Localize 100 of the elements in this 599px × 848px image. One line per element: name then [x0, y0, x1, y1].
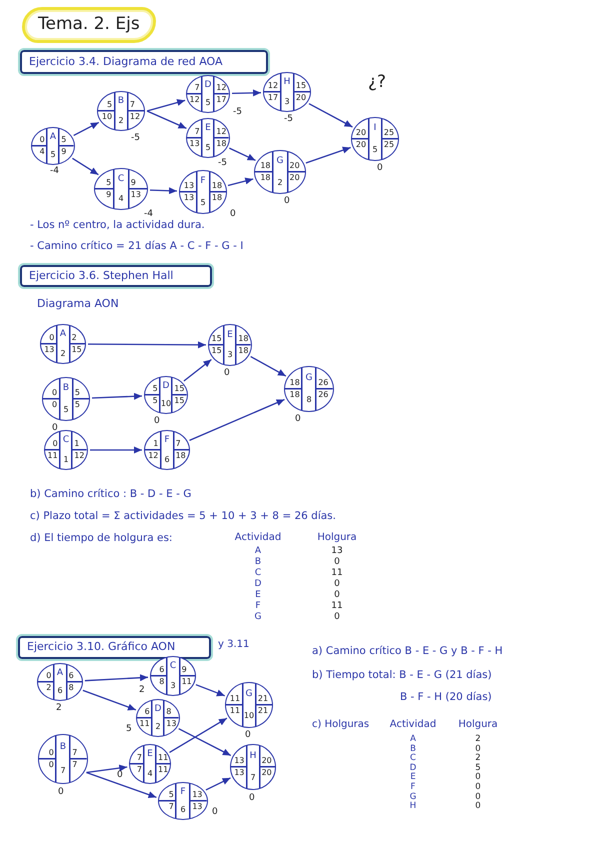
arrow: [84, 674, 148, 682]
activity-letter: A: [60, 330, 66, 339]
early-start: 15: [212, 335, 222, 343]
late-finish: 20: [296, 94, 306, 102]
late-start: 2: [46, 684, 52, 692]
late-start: 11: [230, 707, 240, 715]
duration: 5: [205, 144, 211, 152]
activity-letter: G: [246, 690, 252, 698]
activity-letter: D: [204, 80, 212, 90]
activity-letter: A: [56, 668, 64, 678]
early-finish: 7: [176, 440, 181, 448]
activity-letter: B: [118, 97, 124, 106]
late-finish: 21: [258, 707, 268, 715]
activity-node: [186, 75, 230, 113]
slack-value: -5: [131, 134, 140, 144]
table-cell: 0: [475, 783, 481, 792]
late-start: 18: [260, 174, 270, 182]
late-start: 0: [52, 401, 58, 409]
arrow: [88, 341, 206, 348]
late-start: 7: [168, 803, 174, 811]
duration: 10: [244, 712, 254, 720]
slack-value: 2: [56, 704, 62, 714]
early-start: 18: [290, 379, 300, 387]
slack-value: 0: [245, 731, 251, 740]
slack-value: 0: [58, 788, 64, 798]
late-start: 9: [106, 191, 112, 199]
duration: 7: [250, 774, 256, 782]
late-start: 18: [290, 391, 300, 399]
early-finish: 7: [72, 749, 78, 757]
late-finish: 18: [212, 194, 222, 202]
early-finish: 20: [262, 757, 272, 765]
slack-value: 0: [295, 415, 301, 424]
exercise-heading: Ejercicio 3.6. Stephen Hall: [29, 270, 174, 282]
activity-letter: C: [118, 174, 124, 184]
duration: 5: [50, 151, 56, 159]
duration: 5: [63, 406, 69, 414]
subheading: Diagrama AON: [37, 298, 119, 310]
heading-frame: [18, 263, 214, 289]
slack-value: 0: [377, 164, 383, 174]
early-finish: 7: [130, 101, 135, 109]
table-cell: D: [254, 580, 262, 590]
early-start: 6: [159, 666, 164, 674]
slack-value: 0: [284, 197, 290, 206]
activity-letter: E: [147, 750, 153, 759]
duration: 4: [118, 195, 124, 203]
table-cell: 5: [475, 764, 481, 773]
activity-node: [179, 170, 227, 214]
activity-node: [38, 734, 88, 784]
duration: 2: [118, 116, 124, 124]
slack-value: 0: [117, 771, 123, 780]
table-cell: 0: [475, 773, 481, 782]
activity-letter: B: [62, 384, 70, 393]
table-cell: B: [410, 744, 416, 754]
arrow: [86, 764, 128, 774]
activity-node: [31, 127, 75, 165]
answer-text: B - F - H (20 días): [400, 692, 492, 704]
table-cell: C: [254, 569, 262, 578]
slack-value: -5: [284, 115, 293, 124]
activity-node: [230, 744, 276, 790]
activity-node: [44, 430, 88, 470]
arrow: [232, 89, 262, 96]
late-start: 20: [356, 141, 366, 149]
table-cell: 0: [475, 744, 481, 754]
duration: 7: [60, 767, 66, 775]
late-finish: 7: [72, 761, 78, 769]
early-start: 7: [194, 128, 200, 136]
activity-letter: B: [60, 742, 66, 752]
question-mark: ¿?: [368, 74, 386, 92]
activity-node: [144, 376, 188, 414]
activity-node: [97, 91, 145, 131]
arrow: [189, 398, 285, 441]
table-header: Actividad: [234, 533, 282, 544]
activity-node: [263, 72, 311, 112]
early-start: 5: [106, 179, 112, 187]
activity-node: [144, 430, 190, 470]
note-text: - Los nº centro, la actividad dura.: [30, 220, 205, 232]
arrow: [178, 728, 232, 756]
duration: 1: [63, 456, 69, 464]
activity-letter: F: [200, 177, 206, 186]
early-finish: 9: [130, 179, 136, 187]
late-finish: 25: [384, 141, 394, 149]
late-start: 11: [48, 452, 58, 460]
late-finish: 18: [238, 347, 248, 355]
early-start: 20: [356, 129, 366, 137]
activity-node: [94, 168, 148, 210]
late-start: 13: [190, 140, 200, 148]
late-start: 12: [190, 96, 200, 104]
answer-text: c) Plazo total = Σ actividades = 5 + 10 + 3 + 8 = 26 días.: [30, 511, 336, 522]
arrow: [92, 392, 142, 400]
arrow: [73, 122, 100, 136]
duration: 8: [306, 396, 312, 404]
early-finish: 13: [192, 791, 202, 799]
late-start: 5: [152, 397, 158, 405]
slack-value: -4: [50, 167, 59, 176]
late-finish: 12: [74, 452, 84, 460]
page-title: Tema. 2. Ejs: [22, 7, 156, 43]
late-start: 4: [40, 148, 45, 156]
table-cell: 0: [334, 580, 340, 590]
duration: 2: [155, 723, 161, 731]
early-finish: 6: [68, 672, 74, 680]
